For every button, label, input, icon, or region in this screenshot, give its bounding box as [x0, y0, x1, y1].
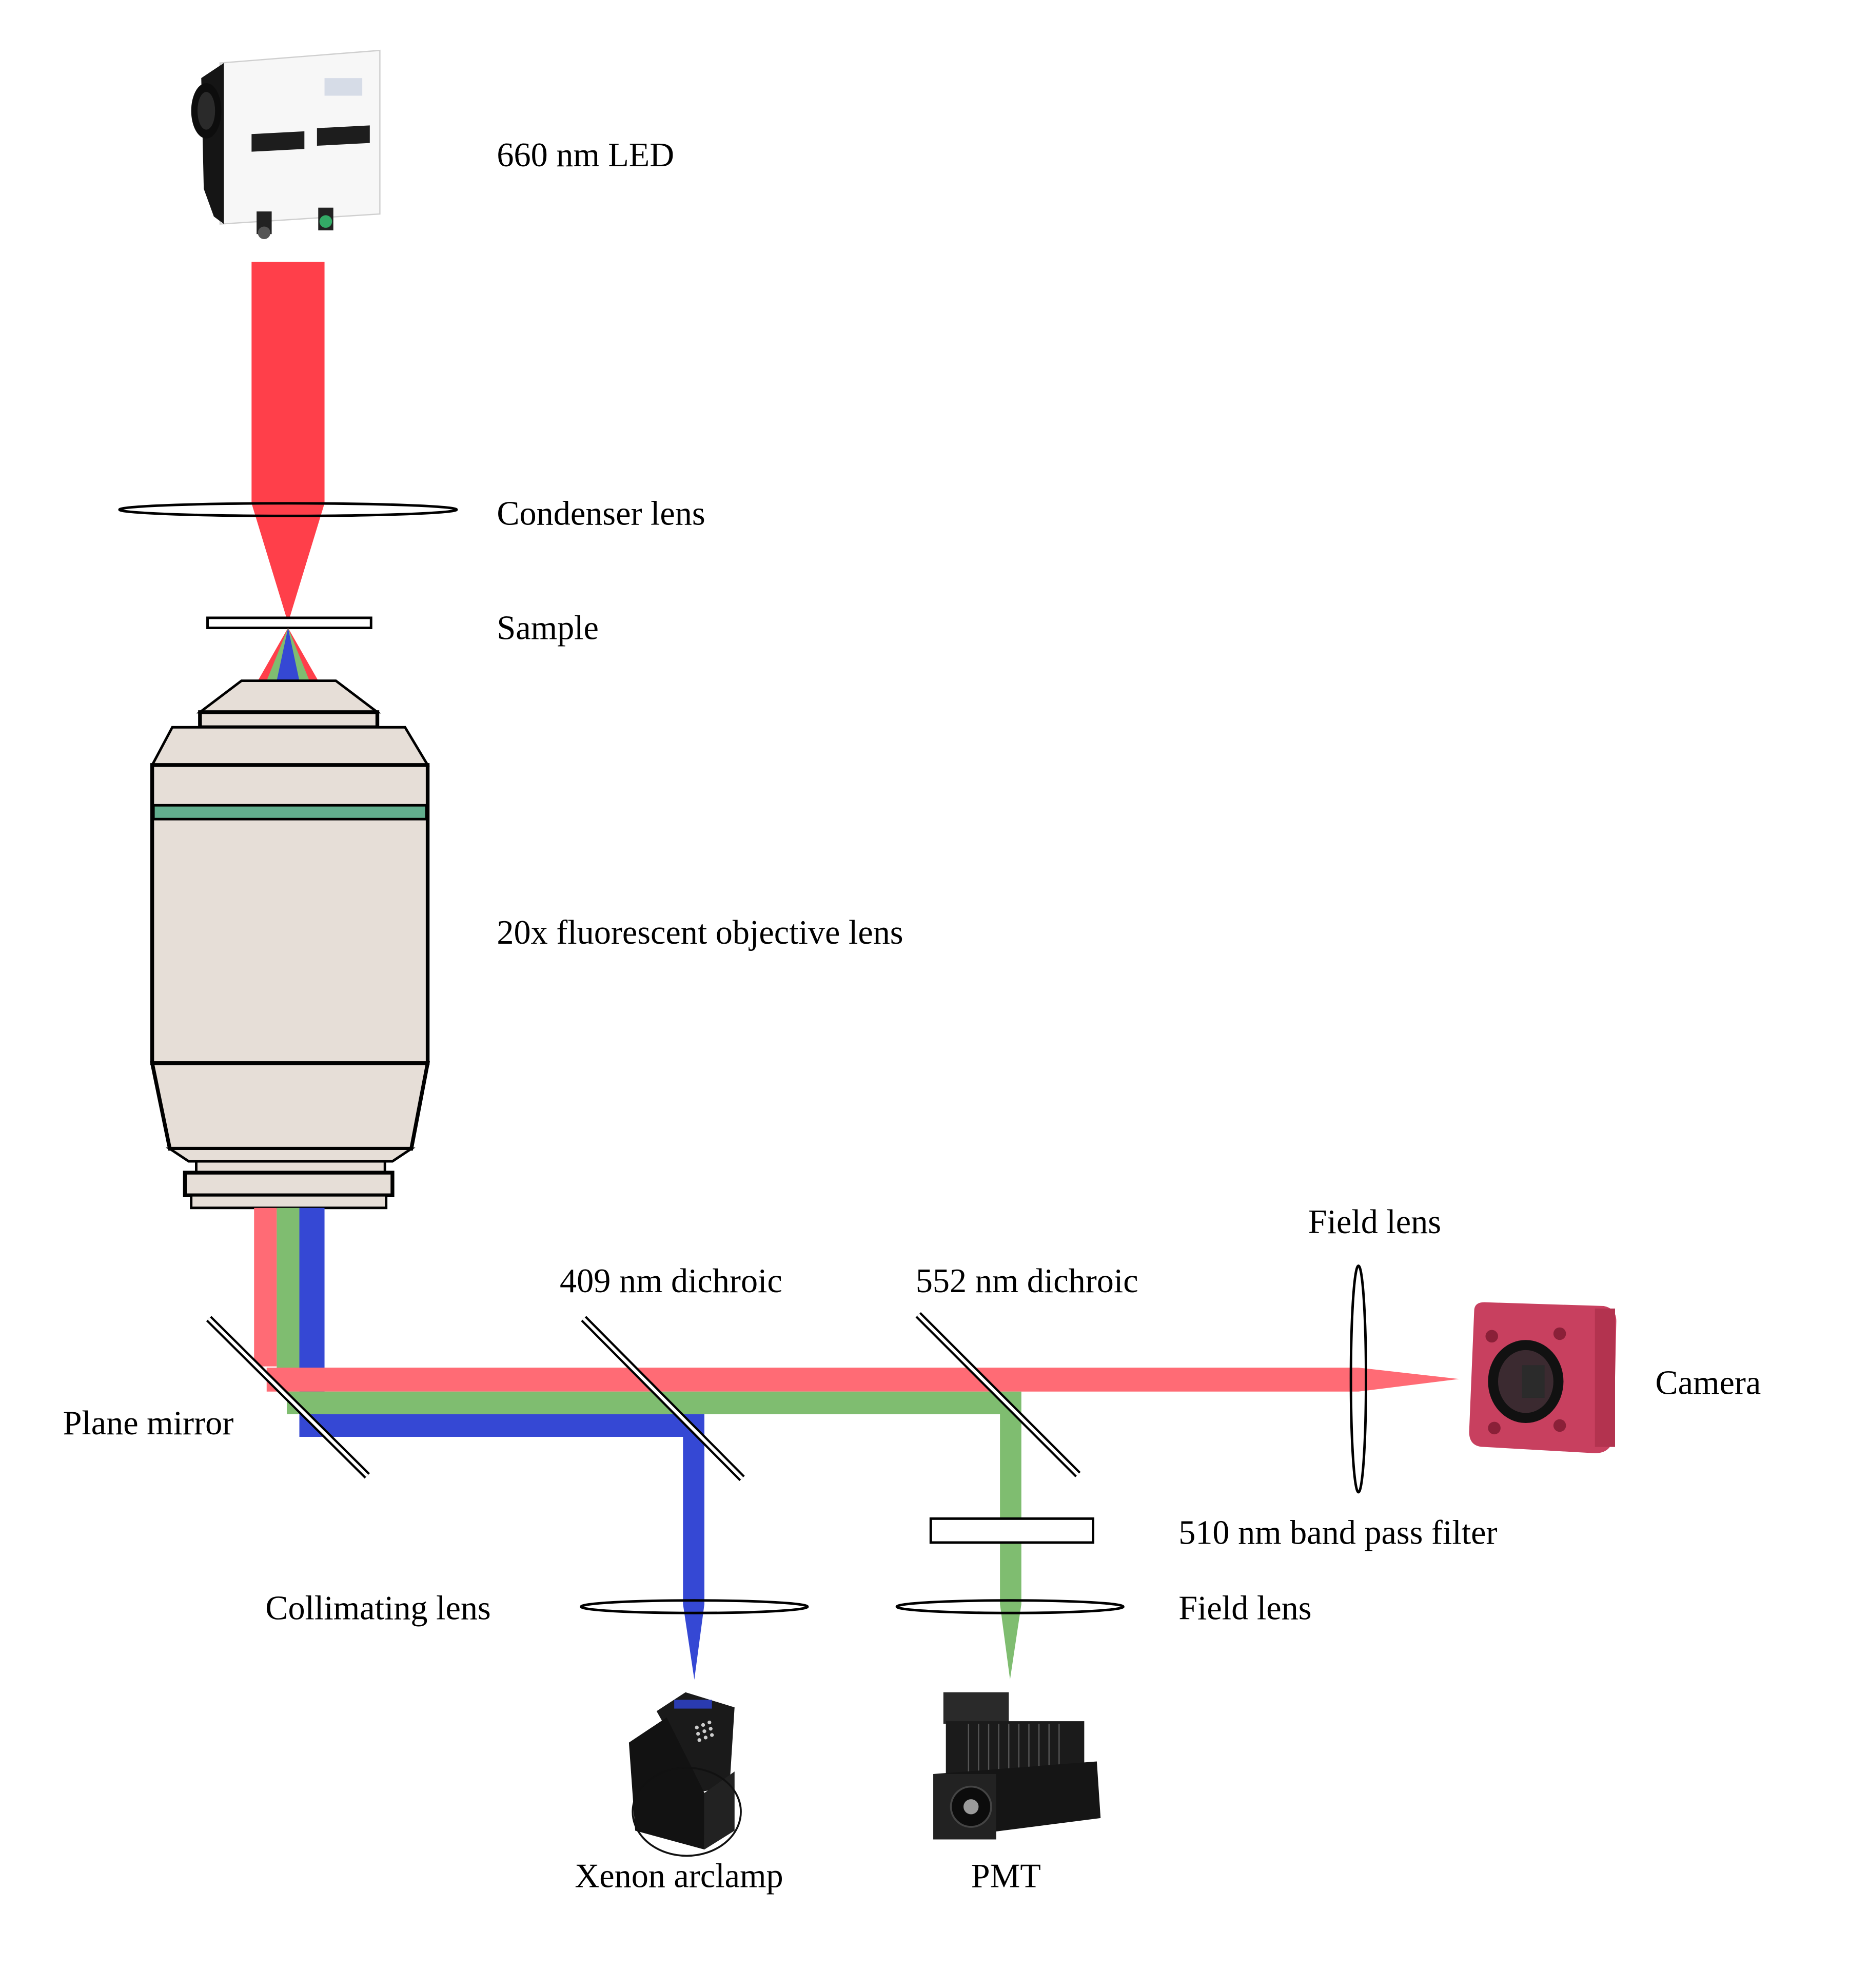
label-field-lens-pmt: Field lens: [1178, 1589, 1311, 1627]
led-device-icon: [191, 49, 381, 239]
label-xenon-arclamp: Xenon arclamp: [575, 1858, 783, 1895]
label-band-pass-filter: 510 nm band pass filter: [1178, 1514, 1497, 1551]
label-camera: Camera: [1655, 1365, 1761, 1402]
label-plane-mirror: Plane mirror: [63, 1405, 234, 1442]
band-pass-filter-icon: [929, 1517, 1094, 1544]
label-led: 660 nm LED: [497, 137, 674, 174]
field-lens-camera-icon: [1349, 1264, 1367, 1494]
label-collimating-lens: Collimating lens: [265, 1589, 490, 1627]
condenser-lens-icon: [118, 502, 458, 517]
collimating-lens-icon: [580, 1599, 809, 1614]
sample-slide-icon: [206, 616, 372, 630]
led-red-beam: [251, 262, 325, 623]
label-condenser-lens: Condenser lens: [497, 495, 705, 533]
red-emission-beam: [266, 1368, 1459, 1392]
label-dichroic-409: 409 nm dichroic: [560, 1262, 782, 1300]
objective-lens-icon: [150, 679, 430, 1210]
plane-mirror-icon: [206, 1316, 370, 1479]
label-pmt: PMT: [971, 1858, 1041, 1895]
label-objective-lens: 20x fluorescent objective lens: [497, 914, 903, 951]
field-lens-pmt-icon: [895, 1599, 1125, 1614]
dichroic-409-icon: [581, 1316, 745, 1482]
label-dichroic-552: 552 nm dichroic: [916, 1262, 1138, 1300]
dichroic-552-icon: [915, 1312, 1081, 1477]
label-field-lens-camera: Field lens: [1308, 1203, 1441, 1241]
pmt-icon: [933, 1692, 1101, 1840]
xenon-arclamp-icon: [628, 1692, 742, 1857]
emission-cone: [258, 628, 319, 681]
label-sample: Sample: [497, 610, 599, 647]
camera-icon: [1469, 1302, 1617, 1453]
blue-excitation-beam: [299, 1414, 704, 1680]
